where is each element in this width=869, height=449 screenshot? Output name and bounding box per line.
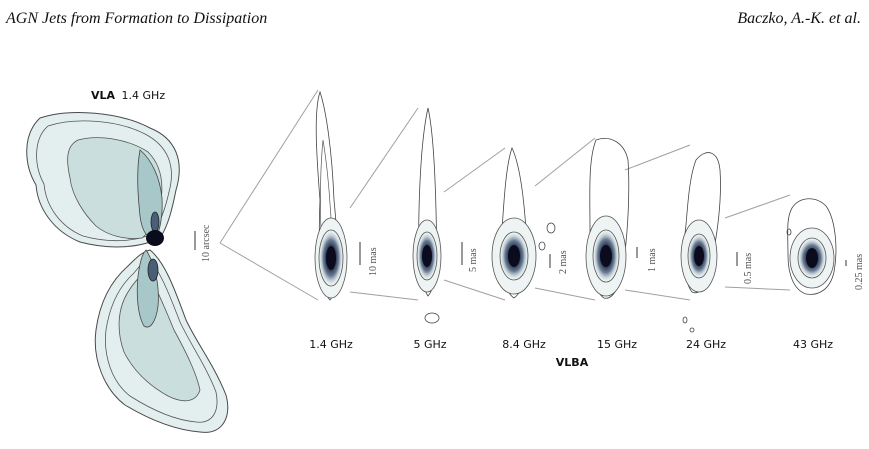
core-inner	[326, 246, 336, 270]
jet-contour-outer	[315, 90, 338, 301]
running-title: AGN Jets from Formation to Dissipation	[6, 10, 268, 27]
blob	[689, 327, 695, 333]
vlba-label: VLBA	[556, 356, 589, 369]
zoom-guide-lines	[219, 89, 791, 301]
core-inner	[806, 248, 818, 268]
panel-frequency-label: 1.4 GHz	[309, 338, 353, 351]
running-authors: Baczko, A.-K. et al.	[737, 10, 861, 27]
vlba-panel-8-4ghz: 2 mas 8.4 GHz	[491, 146, 569, 351]
panel-frequency-label: 15 GHz	[597, 338, 637, 351]
vla-label: VLA	[91, 89, 116, 102]
jet-contour-outer	[418, 107, 438, 297]
panel-scale-label: 10 mas	[368, 247, 379, 276]
vla-image: VLA 1.4 GHz 10 arcsec	[26, 89, 229, 433]
vlba-panel-24ghz: 0.5 mas 24 GHz	[680, 152, 754, 351]
panel-frequency-label: 8.4 GHz	[502, 338, 546, 351]
vla-core-knot-lower	[147, 258, 159, 282]
vlba-panel-1-4ghz: 10 mas 1.4 GHz	[309, 90, 379, 351]
blob	[786, 228, 792, 236]
blob	[538, 241, 546, 251]
core-inner	[694, 246, 704, 266]
core-inner	[600, 245, 612, 267]
jet-contour-outer	[500, 146, 528, 299]
blob	[682, 316, 688, 324]
vla-core-knot-upper	[150, 211, 160, 233]
panel-frequency-label: 5 GHz	[413, 338, 446, 351]
blob	[546, 222, 556, 234]
jet-contour-outer	[787, 198, 837, 295]
core-inner	[508, 245, 520, 267]
vla-core	[146, 230, 164, 246]
core-inner	[422, 245, 432, 267]
vla-scale-label: 10 arcsec	[201, 224, 212, 262]
vlba-panel-15ghz: 1 mas 15 GHz	[585, 138, 658, 351]
panel-scale-label: 0.25 mas	[854, 254, 865, 290]
panel-frequency-label: 43 GHz	[793, 338, 833, 351]
vlba-panel-43ghz: 0.25 mas 43 GHz	[786, 198, 865, 351]
svg-text:VLA 1.4 GHz: VLA 1.4 GHz	[91, 89, 165, 102]
panel-scale-label: 5 mas	[468, 248, 479, 272]
blob	[424, 312, 440, 324]
panel-scale-label: 1 mas	[647, 248, 658, 272]
panel-frequency-label: 24 GHz	[686, 338, 726, 351]
vla-frequency: 1.4 GHz	[122, 89, 166, 102]
panel-scale-label: 0.5 mas	[743, 253, 754, 284]
vlba-panels: 10 mas 1.4 GHz 5 mas 5 GHz 2 mas 8.4 GHz	[309, 90, 865, 351]
vlba-panel-5ghz: 5 mas 5 GHz	[412, 107, 479, 351]
panel-scale-label: 2 mas	[558, 250, 569, 274]
vla-lower-lobe-contour-2	[105, 257, 218, 423]
